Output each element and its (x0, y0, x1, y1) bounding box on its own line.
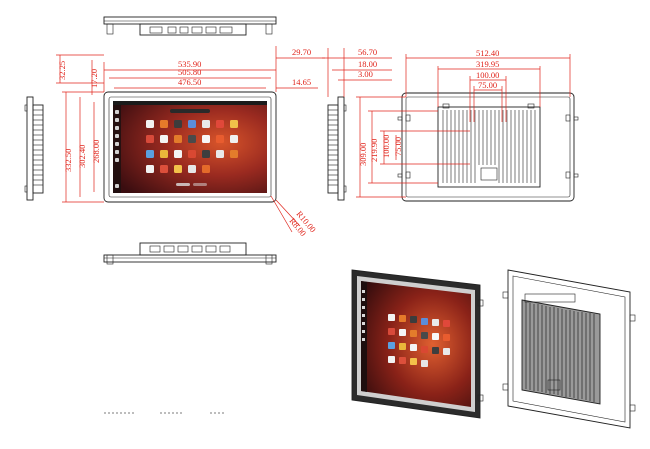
dim-height-outer: 332.50 (63, 149, 73, 172)
isometric-front-render (351, 269, 484, 419)
dim-depth-total: 56.70 (358, 47, 377, 57)
top-edge-view (103, 16, 277, 36)
dim-width-screen: 476.50 (178, 77, 201, 87)
dim-rear-height-holes-vesa: 75.00 (393, 137, 403, 156)
left-side-view (24, 96, 44, 201)
dim-width-bezel: 505.80 (178, 67, 201, 77)
bottom-edge-view (103, 242, 277, 265)
dim-rear-width-holes-wide: 319.95 (476, 59, 499, 69)
dim-rear-width-holes-vesa: 75.00 (478, 80, 497, 90)
dim-right-inner: 14.65 (292, 77, 311, 87)
dim-depth-frame: 18.00 (358, 59, 377, 69)
dim-height-bezel: 302.40 (77, 145, 87, 168)
dim-width-outer: 535.90 (178, 59, 201, 69)
app-grid (146, 120, 238, 173)
rear-view (397, 92, 579, 202)
front-top-dimensions: 535.90 505.80 476.50 29.70 14.65 (103, 46, 325, 92)
left-dimensions: 32.25 17.20 332.50 302.40 268.00 (56, 54, 104, 203)
dim-rear-height-holes-wide: 219.90 (369, 139, 379, 162)
iso-app-grid (388, 314, 450, 367)
isometric-rear-render (502, 269, 636, 429)
radius-callout: R10.00 R8.00 (270, 195, 318, 238)
dim-rear-height-mount: 309.00 (358, 143, 368, 166)
dim-right-margin: 29.70 (292, 47, 311, 57)
dim-rear-height-holes-mid: 100.00 (381, 135, 391, 158)
footer-artifacts (104, 412, 224, 414)
side-dimensions: 56.70 18.00 3.00 (322, 47, 392, 97)
front-view (103, 91, 277, 203)
dim-rear-width-holes-mid: 100.00 (476, 70, 499, 80)
dim-top-offset: 32.25 (57, 61, 67, 80)
rear-dimensions: 512.40 319.95 100.00 75.00 309.00 219.90… (356, 48, 571, 198)
right-side-view (327, 96, 347, 201)
dim-top-bezel: 17.20 (89, 69, 99, 88)
dim-height-screen: 268.00 (91, 140, 101, 163)
dim-rear-width-mount: 512.40 (476, 48, 499, 58)
dim-depth-bezel: 3.00 (358, 69, 373, 79)
